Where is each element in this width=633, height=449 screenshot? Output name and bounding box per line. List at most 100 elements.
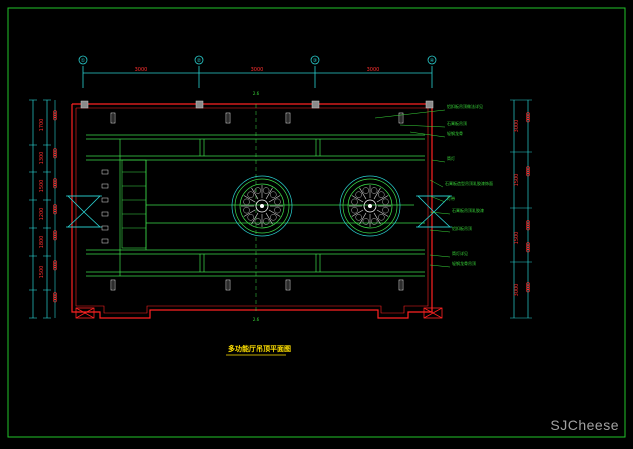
left-dim-2: 1300 (39, 152, 45, 165)
medallion-petal (382, 198, 389, 206)
annotation-2: 石膏板吊顶 (447, 120, 467, 126)
light-fixture (110, 112, 116, 124)
dim-break-symbol (53, 262, 57, 266)
right-dimension-group: 3000 1500 1500 3000 (510, 99, 532, 319)
leader-line (429, 195, 446, 203)
right-dim-2: 1500 (514, 174, 520, 187)
medallion-ring (239, 183, 285, 229)
dim-break-symbol (53, 184, 57, 189)
medallion-petal (262, 187, 270, 194)
ceiling-medallions (231, 175, 401, 237)
dim-break-symbol (526, 118, 530, 123)
medallion-spoke (265, 187, 273, 200)
medallion-spoke (243, 195, 256, 203)
dim-break-symbol (526, 170, 530, 175)
columns (80, 100, 434, 109)
dim-break-symbol (526, 222, 530, 226)
light-fixture (285, 112, 291, 124)
medallion-spoke (359, 212, 367, 225)
annotation-leaders (374, 109, 451, 268)
left-dim-4: 1200 (39, 208, 45, 221)
annotation-7: 石膏板吊顶乳胶漆 (452, 207, 484, 213)
left-feature (66, 195, 102, 228)
dim-break-symbol (53, 206, 57, 210)
light-fixture (398, 279, 404, 291)
dim-break-symbol (526, 244, 530, 248)
dim-break-symbol (526, 168, 530, 172)
wall-fixture (101, 211, 109, 217)
leader-line (431, 159, 446, 163)
right-feature (416, 195, 452, 228)
left-strip (121, 159, 147, 249)
top-dim-2: 3000 (251, 67, 264, 73)
axis-label-3: ③ (313, 58, 317, 64)
dim-break-symbol (53, 204, 57, 208)
light-fixture (225, 112, 231, 124)
dim-break-symbol (53, 260, 57, 264)
medallion-spoke (351, 209, 364, 217)
right-dim-3: 1500 (514, 232, 520, 245)
medallion-petal (247, 214, 254, 221)
medallion-petal (243, 206, 250, 214)
top-dimension-group: ① ② ③ ④ 3000 3000 3000 (78, 55, 437, 88)
left-dim-5: 1800 (39, 236, 45, 249)
medallion-petal (254, 218, 262, 225)
medallion-spoke (243, 209, 256, 217)
top-dim-3: 3000 (367, 67, 380, 73)
drawing-border (7, 7, 626, 438)
dim-break-symbol (526, 288, 530, 293)
dim-break-symbol (53, 182, 57, 187)
dim-break-symbol (53, 208, 57, 213)
leader-line (429, 179, 444, 188)
axis-label-1: ① (81, 58, 86, 64)
medallion-spoke (268, 195, 281, 203)
medallion-spoke (265, 212, 273, 225)
dim-break-symbol (526, 220, 530, 224)
dim-break-symbol (526, 286, 530, 291)
dim-break-symbol (53, 148, 57, 152)
top-dim-1: 3000 (135, 67, 148, 73)
annotation-8: 铝扣板吊顶 (452, 225, 472, 231)
dim-break-symbol (53, 264, 57, 269)
medallion-spoke (351, 195, 364, 203)
dim-break-symbol (53, 154, 57, 159)
medallion-center (363, 199, 377, 213)
dim-break-symbol (53, 112, 57, 116)
ceiling-medallion (339, 175, 401, 237)
dim-break-symbol (53, 178, 57, 182)
room-walls (71, 103, 433, 319)
light-fixture (110, 279, 116, 291)
right-dim-1: 3000 (514, 120, 520, 133)
annotation-4: 筒灯 (447, 155, 455, 161)
medallion-petal (351, 206, 358, 214)
medallion-petal (378, 214, 385, 221)
dim-break-symbol (53, 152, 57, 157)
annotation-3: 轻钢龙骨 (447, 130, 463, 136)
center-mark-top: 2.6 (253, 91, 260, 96)
axis-bubble-2 (194, 55, 204, 65)
dim-break-symbol (53, 234, 57, 239)
medallion-petal (243, 198, 250, 206)
medallion-petal (378, 191, 385, 198)
medallion-spoke (376, 195, 389, 203)
medallion-ring (339, 175, 401, 237)
axis-label-4: ④ (430, 58, 435, 64)
dim-break-symbol (526, 112, 530, 116)
ceiling-grid (86, 104, 425, 312)
dim-break-symbol (53, 292, 57, 296)
medallion-petal (254, 187, 262, 194)
right-dim-4: 3000 (514, 284, 520, 297)
medallion-spoke (268, 209, 281, 217)
axis-bubble-3 (310, 55, 320, 65)
dim-break-symbol (53, 296, 57, 301)
medallion-spoke (376, 209, 389, 217)
drawing-title: 多功能厅吊顶平面图 (228, 344, 291, 353)
left-dimension-group: 1700 1300 1500 1200 1800 1500 (29, 99, 57, 319)
medallion-petal (355, 191, 362, 198)
dim-break-symbol (53, 294, 57, 298)
dim-break-symbol (53, 150, 57, 154)
dim-break-symbol (53, 266, 57, 271)
wall-fixture (101, 225, 109, 231)
medallion-spoke (251, 212, 259, 225)
